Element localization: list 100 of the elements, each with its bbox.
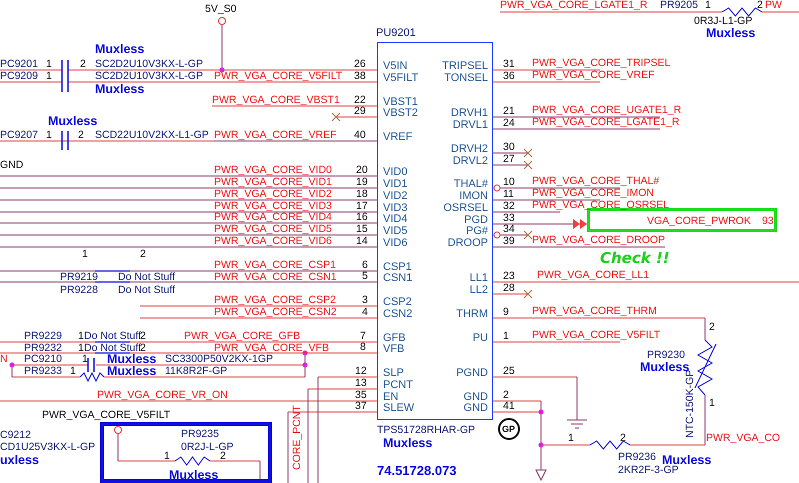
net-label: PWR_VGA_CORE_V5FILT xyxy=(532,330,660,340)
pin-name: LL2 xyxy=(470,284,488,296)
pin-number: 19 xyxy=(356,177,368,187)
pin-name: VID1 xyxy=(383,178,408,190)
net-label: PWR_VGA_CORE_VID6 xyxy=(214,236,332,246)
pin-number: 31 xyxy=(503,59,515,69)
pin-number: 39 xyxy=(503,236,515,246)
pin-number: 7 xyxy=(360,331,366,341)
text-label: 5V_S0 xyxy=(205,4,237,14)
net-label: VGA_CORE_PWROK xyxy=(647,216,751,226)
part-label: 2KR2F-3-GP xyxy=(618,465,679,475)
pin-number: 1 xyxy=(46,71,52,81)
pin-number: 15 xyxy=(356,224,368,234)
pin-number: 25 xyxy=(503,366,515,376)
pin-number: 2 xyxy=(140,331,146,341)
pin-number: 1 xyxy=(46,59,52,69)
pin-number: 2 xyxy=(80,59,86,69)
pin-name: VREF xyxy=(383,131,412,143)
net-label: PWR_VGA_CORE_VREF xyxy=(214,130,337,140)
net-label: N xyxy=(0,354,8,364)
part-number: 74.51728.073 xyxy=(377,466,457,476)
text-label: GND xyxy=(0,160,24,170)
net-label: PWR_VGA_CORE_VR_ON xyxy=(97,390,228,400)
pin-number: 2 xyxy=(709,322,715,332)
pin-number: 21 xyxy=(503,106,515,116)
pin-number: 1 xyxy=(70,366,76,376)
net-label: PWR_VGA_CORE_LGATE1_R xyxy=(532,117,680,127)
pin-number: 18 xyxy=(356,189,368,199)
net-label: PWR_VGA_CORE_CSP2 xyxy=(214,295,336,305)
pin-number: 38 xyxy=(354,71,366,81)
part-label: SC2D2U10V3KX-L-GP xyxy=(95,59,203,69)
pin-name: CSN1 xyxy=(383,272,412,284)
part-label: PR9205 xyxy=(660,0,698,10)
pin-number: 26 xyxy=(354,59,366,69)
pin-name: DRVH2 xyxy=(450,143,488,155)
part-label: 0R2J-L-GP xyxy=(181,442,234,452)
pin-name: DROOP xyxy=(448,237,488,249)
net-label: PWR_VGA_CO xyxy=(706,433,780,443)
pin-number: 11 xyxy=(503,189,514,199)
net-label: PWR_VGA_CORE_UGATE1_R xyxy=(532,105,682,115)
pin-name: DRVL2 xyxy=(452,155,488,167)
pin-number: 33 xyxy=(503,213,515,223)
part-label: Do Not Stuff xyxy=(84,343,142,353)
pin-name: IMON xyxy=(459,190,488,202)
pin-name: VBST2 xyxy=(383,107,418,119)
pin-name: THRM xyxy=(456,308,488,320)
text-label: PWR_VGA_CORE_V5FILT xyxy=(42,410,170,420)
part-label: NTC-150K-GP xyxy=(685,370,695,438)
pin-number: 22 xyxy=(354,95,366,105)
variant-label: Muxless xyxy=(169,470,218,480)
variant-label: uxless xyxy=(0,455,39,465)
pin-number: 8 xyxy=(360,342,366,352)
pin-name: PCNT xyxy=(383,379,413,391)
text-label: GP xyxy=(502,424,516,434)
pin-name: OSRSEL xyxy=(443,202,488,214)
text-label: 0R3J-L1-GP xyxy=(694,16,752,26)
part-label: PC9207 xyxy=(0,130,38,140)
net-label: PWR_VGA_CORE_IMON xyxy=(532,188,654,198)
pin-number: 35 xyxy=(355,390,367,400)
pin-number: 28 xyxy=(503,283,515,293)
variant-label: Muxless xyxy=(706,28,756,38)
net-label: PWR_VGA_CORE_VFB xyxy=(214,343,329,353)
net-label: PWR_VGA_CORE_GFB xyxy=(184,331,300,341)
page-reference: 93 xyxy=(762,216,774,226)
net-label: PWR_VGA_CORE_VID0 xyxy=(214,165,332,175)
net-label: PWR_VGA_CORE_THRM xyxy=(532,306,657,316)
net-label: CORE_PCNT xyxy=(292,405,302,470)
part-label: PR9232 xyxy=(24,343,62,353)
pin-number: 2 xyxy=(140,343,146,353)
pin-number: 2 xyxy=(757,0,763,10)
part-designator: PU9201 xyxy=(376,27,416,39)
net-label: PW xyxy=(765,0,782,10)
part-label: PC9209 xyxy=(0,71,38,81)
note-text: Check !! xyxy=(600,250,670,266)
net-label: PWR_VGA_CORE_VID2 xyxy=(214,189,332,199)
pin-number: 3 xyxy=(362,295,368,305)
pin-name: PG# xyxy=(466,225,488,237)
pin-number: 37 xyxy=(355,401,367,411)
part-label: PR9236 xyxy=(618,452,656,462)
net-label: PWR_VGA_CORE_DROOP xyxy=(532,235,666,245)
part-label: Do Not Stuff xyxy=(118,272,176,282)
pin-number: 1 xyxy=(46,130,52,140)
pin-number: 6 xyxy=(362,260,368,270)
pin-number: 9 xyxy=(503,307,509,317)
variant-label: Muxless xyxy=(107,354,156,364)
pin-name: DRVL1 xyxy=(452,119,488,131)
pin-number: 1 xyxy=(503,331,509,341)
pin-number: 30 xyxy=(503,142,515,152)
pin-number: 14 xyxy=(356,236,368,246)
pin-name: SLEW xyxy=(383,402,414,414)
net-label: PWR_VGA_CORE_TRIPSEL xyxy=(532,58,670,68)
variant-label: Muxless xyxy=(95,84,144,94)
pin-name: VID2 xyxy=(383,190,408,202)
pin-number: 1 xyxy=(78,331,84,341)
pin-number: 34 xyxy=(503,224,515,234)
net-label: PWR_VGA_CORE_VREF xyxy=(532,70,655,80)
part-label: PC9210 xyxy=(24,354,62,364)
net-label: PWR_VGA_CORE_CSN2 xyxy=(214,307,337,317)
pin-number: 2 xyxy=(220,451,226,461)
pin-number: 1 xyxy=(705,0,711,10)
